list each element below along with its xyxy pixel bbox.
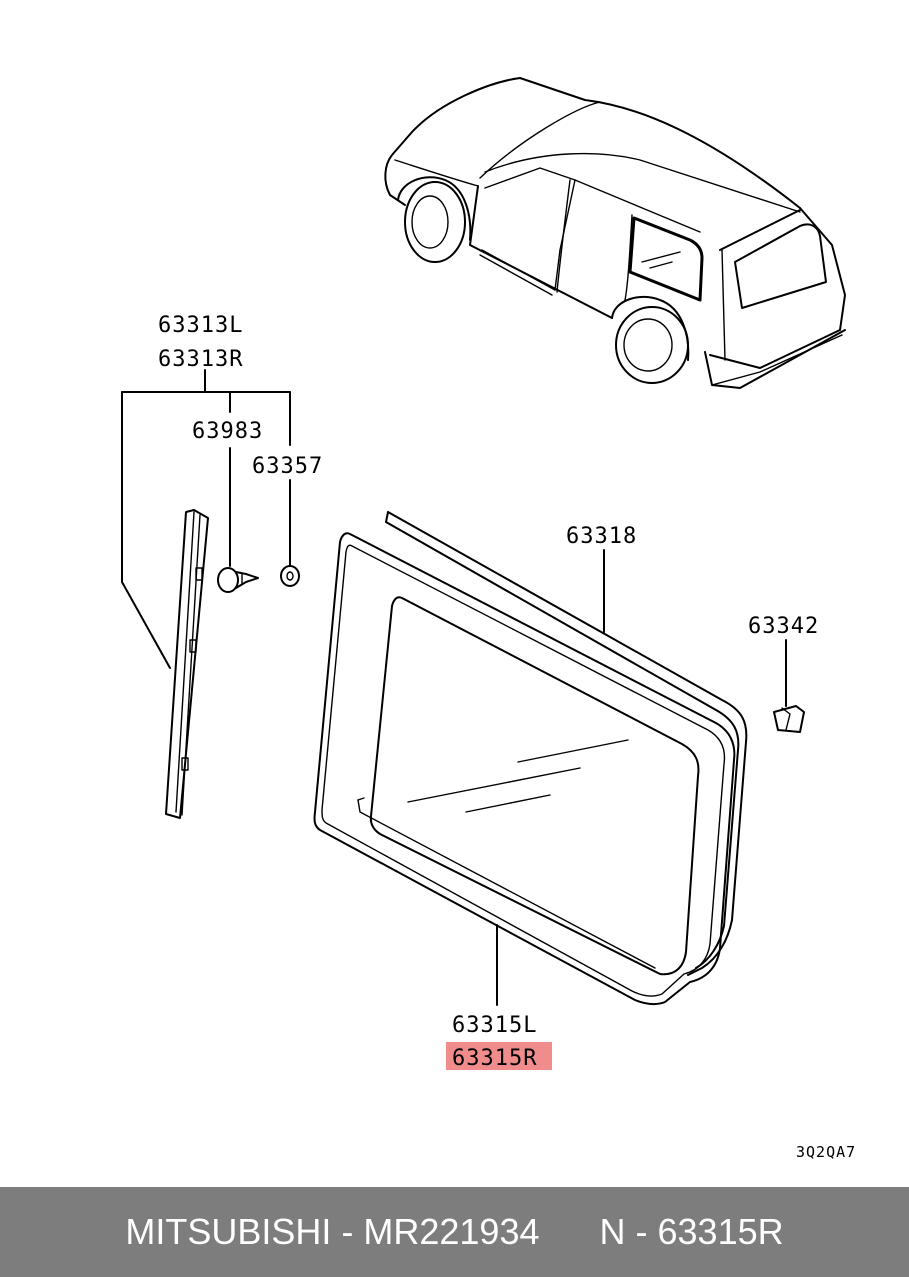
label-63983: 63983 bbox=[192, 419, 263, 444]
footer-ref: N - 63315R bbox=[599, 1211, 784, 1252]
label-63342: 63342 bbox=[748, 614, 819, 639]
pillar-trim bbox=[165, 509, 209, 819]
parts-diagram: 63313L 63313R 63983 63357 63318 63342 63… bbox=[121, 77, 856, 1161]
weatherstrip bbox=[385, 511, 748, 976]
leader-lines bbox=[121, 369, 787, 1006]
footer-spacer bbox=[540, 1211, 600, 1253]
clip bbox=[217, 567, 259, 593]
footer-bar: MITSUBISHI - MR221934 N - 63315R bbox=[0, 1187, 909, 1277]
label-63318: 63318 bbox=[566, 524, 637, 549]
vehicle-illustration bbox=[384, 77, 846, 389]
label-63315r: 63315R bbox=[452, 1046, 537, 1071]
diagram-code: 3Q2QA7 bbox=[796, 1143, 856, 1161]
label-63313l: 63313L bbox=[158, 313, 243, 338]
grommet bbox=[280, 565, 300, 587]
quarter-glass bbox=[313, 532, 736, 1006]
target-part-highlight bbox=[446, 1042, 552, 1070]
footer-brand-part: MITSUBISHI - MR221934 bbox=[125, 1211, 540, 1252]
label-63313r: 63313R bbox=[158, 347, 243, 372]
label-63315l: 63315L bbox=[452, 1013, 537, 1038]
bracket bbox=[773, 705, 805, 733]
label-63357: 63357 bbox=[252, 454, 323, 479]
